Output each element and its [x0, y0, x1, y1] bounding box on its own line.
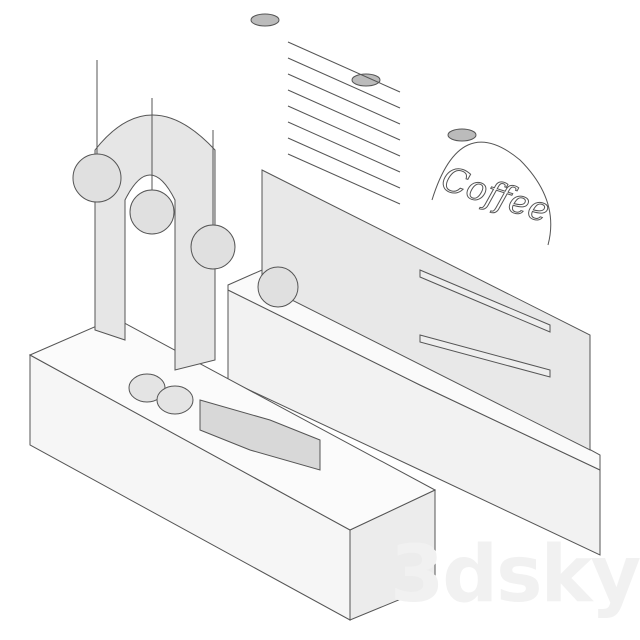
pendant-lamp — [190, 224, 236, 270]
neon-sign-frame — [431, 141, 552, 246]
espresso-machine — [199, 399, 321, 471]
watermark: 3dsky — [390, 530, 640, 620]
pendant-lamp — [129, 189, 175, 235]
pendant-lamp — [72, 153, 122, 203]
pendant-lamp — [257, 266, 299, 308]
wall-slats — [287, 41, 401, 205]
brick-wall — [261, 169, 591, 451]
